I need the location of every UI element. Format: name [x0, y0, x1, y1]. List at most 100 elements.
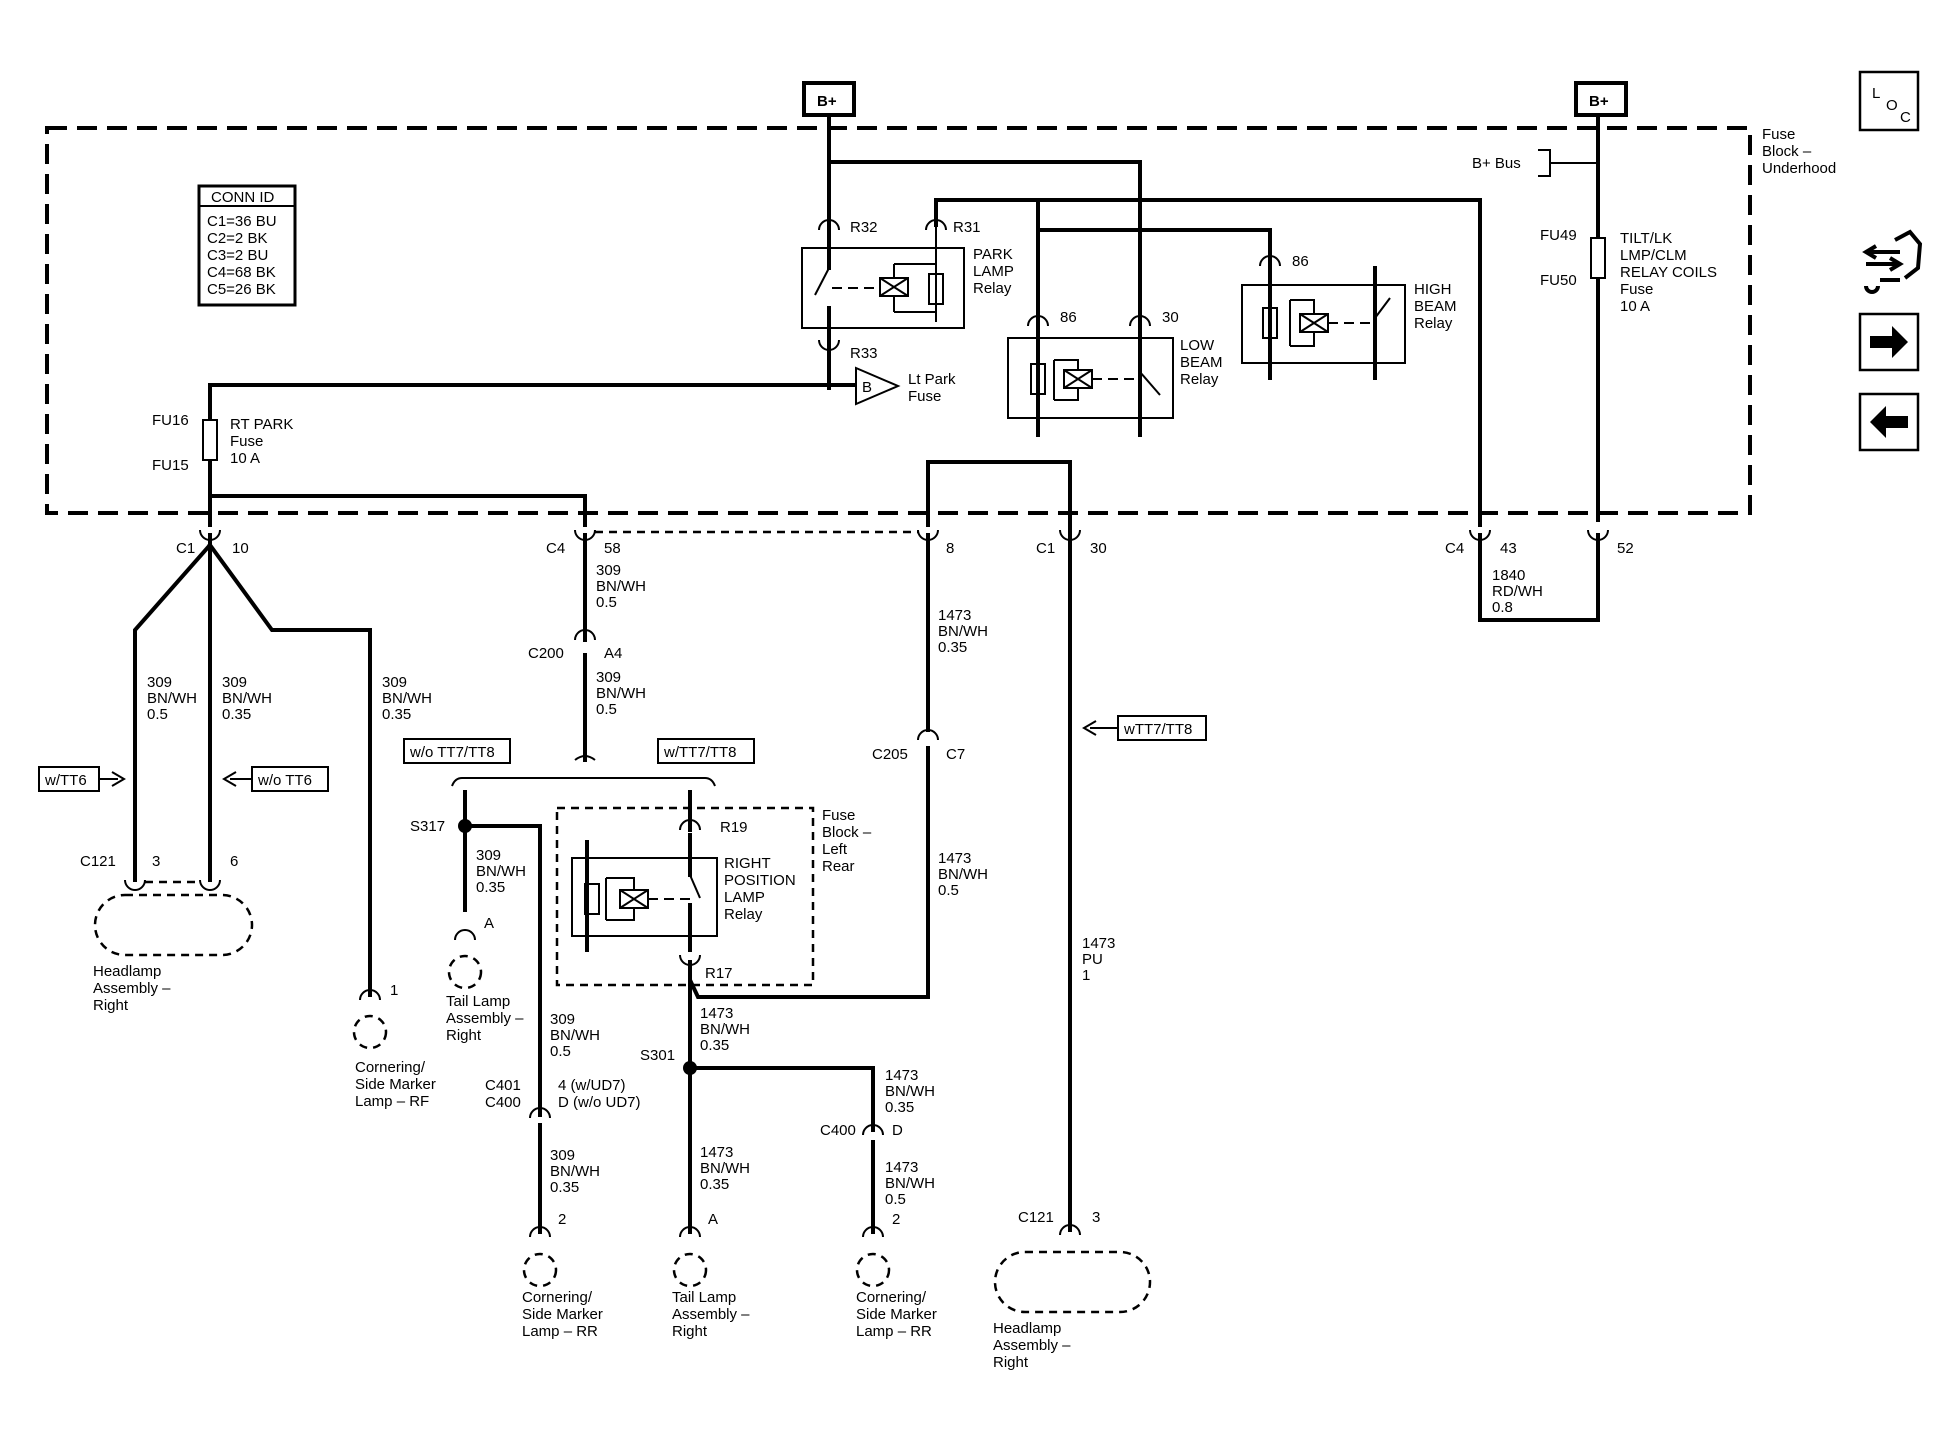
- svg-text:309: 309: [147, 674, 172, 691]
- svg-text:1473: 1473: [700, 1005, 733, 1022]
- wire-s301-down-label: 1473 BN/WH 0.35: [700, 1144, 750, 1193]
- svg-text:Cornering/: Cornering/: [856, 1289, 927, 1306]
- svg-text:0.35: 0.35: [222, 706, 251, 723]
- c121-left-connector: [124, 879, 221, 891]
- tilt-fuse: FU49 FU50 TILT/LK LMP/CLM RELAY COILS Fu…: [1540, 227, 1717, 315]
- c121-left-labels: C121 3 6: [80, 853, 238, 870]
- c1-30-connector: [1059, 529, 1081, 541]
- c121-right-pin: 3: [1092, 1209, 1100, 1226]
- svg-text:Side Marker: Side Marker: [522, 1306, 603, 1323]
- option-w-tt6: w/TT6: [38, 766, 126, 792]
- svg-text:Rear: Rear: [822, 858, 855, 875]
- svg-text:BN/WH: BN/WH: [938, 866, 988, 883]
- headlamp-right: [993, 1250, 1152, 1314]
- svg-text:1473: 1473: [885, 1159, 918, 1176]
- svg-text:6: 6: [230, 853, 238, 870]
- svg-text:309: 309: [550, 1011, 575, 1028]
- previous-arrow-button[interactable]: [1858, 392, 1920, 452]
- svg-text:1473: 1473: [885, 1067, 918, 1084]
- svg-text:wTT7/TT8: wTT7/TT8: [1123, 721, 1192, 738]
- svg-text:0.35: 0.35: [885, 1099, 914, 1116]
- svg-text:1473: 1473: [1082, 935, 1115, 952]
- svg-text:0.5: 0.5: [938, 882, 959, 899]
- svg-text:Lamp – RR: Lamp – RR: [856, 1323, 932, 1340]
- option-wo-tt6: w/o TT6: [222, 766, 329, 792]
- svg-text:Headlamp: Headlamp: [993, 1320, 1061, 1337]
- svg-text:0.5: 0.5: [550, 1043, 571, 1060]
- svg-text:Right: Right: [993, 1354, 1029, 1371]
- splice-s317: [458, 819, 472, 833]
- svg-text:Side Marker: Side Marker: [355, 1076, 436, 1093]
- svg-text:Fuse: Fuse: [230, 433, 263, 450]
- svg-text:R31: R31: [953, 219, 981, 236]
- right-position-relay: RIGHT POSITION LAMP Relay: [571, 833, 796, 952]
- svg-text:C1: C1: [1036, 540, 1055, 557]
- tail-right1-connector: [454, 929, 476, 941]
- headlamp-right-label: Headlamp Assembly – Right: [993, 1320, 1071, 1371]
- svg-text:86: 86: [1060, 309, 1077, 326]
- pin2-mid-label: 2: [558, 1211, 566, 1228]
- svg-text:309: 309: [550, 1147, 575, 1164]
- c4-43-52-loop: [1478, 533, 1600, 622]
- svg-text:Assembly –: Assembly –: [672, 1306, 750, 1323]
- tail-right2-connector: [679, 1226, 701, 1238]
- svg-text:Tail Lamp: Tail Lamp: [446, 993, 510, 1010]
- svg-text:RD/WH: RD/WH: [1492, 583, 1543, 600]
- svg-text:309: 309: [222, 674, 247, 691]
- svg-text:LAMP: LAMP: [724, 889, 765, 906]
- c400-d-pin: D: [892, 1122, 903, 1139]
- wire-8-label: 1473 BN/WH 0.35: [938, 607, 988, 656]
- rt-park-fuse: FU16 FU15 RT PARK Fuse 10 A: [152, 412, 293, 474]
- high-beam-relay: 86 HIGH BEAM Relay: [1241, 253, 1457, 380]
- bplus-right: B+: [1574, 81, 1628, 117]
- wire-labels-c1: 309 BN/WH 0.5 309 BN/WH 0.35 309 BN/WH 0…: [147, 674, 432, 723]
- svg-text:FU50: FU50: [1540, 272, 1577, 289]
- harness-connector-icon[interactable]: [1862, 229, 1923, 294]
- svg-text:1473: 1473: [938, 850, 971, 867]
- s317-branch: [463, 790, 542, 1117]
- c200-connector: [574, 629, 596, 641]
- svg-text:0.35: 0.35: [700, 1037, 729, 1054]
- svg-text:B: B: [862, 379, 872, 396]
- headlamp-left: [93, 893, 254, 957]
- r17-label: R17: [705, 965, 733, 982]
- svg-text:Fuse: Fuse: [1620, 281, 1653, 298]
- svg-text:0.5: 0.5: [885, 1191, 906, 1208]
- tail-right1-label: Tail Lamp Assembly – Right: [446, 993, 524, 1044]
- pin-a2-label: A: [708, 1211, 718, 1228]
- c400-d-connector: [862, 1124, 884, 1136]
- svg-text:30: 30: [1090, 540, 1107, 557]
- r19-label: R19: [720, 819, 748, 836]
- svg-text:10: 10: [232, 540, 249, 557]
- c200-label: C200: [528, 645, 564, 662]
- svg-text:HIGH: HIGH: [1414, 281, 1452, 298]
- cornering-rr1-lamp: [522, 1252, 558, 1288]
- tail-right2-lamp: [672, 1252, 708, 1288]
- pu-loop: [926, 460, 1072, 1232]
- svg-text:C3=2 BU: C3=2 BU: [207, 247, 268, 264]
- svg-text:Relay: Relay: [1414, 315, 1453, 332]
- next-arrow-button[interactable]: [1858, 312, 1920, 372]
- option-wo-tt7: w/o TT7/TT8: [403, 738, 511, 764]
- option-bracket: [451, 777, 716, 787]
- cornering-rf-lamp: [352, 1014, 388, 1050]
- svg-text:LMP/CLM: LMP/CLM: [1620, 247, 1687, 264]
- svg-text:0.35: 0.35: [938, 639, 967, 656]
- svg-text:8: 8: [946, 540, 954, 557]
- c401-labels: C401 C400 4 (w/UD7) D (w/o UD7): [485, 1077, 641, 1111]
- loc-icon[interactable]: L O C: [1858, 70, 1920, 132]
- svg-text:BN/WH: BN/WH: [222, 690, 272, 707]
- tail-right1-lamp: [447, 954, 483, 990]
- svg-text:52: 52: [1617, 540, 1634, 557]
- svg-text:309: 309: [596, 669, 621, 686]
- svg-text:309: 309: [596, 562, 621, 579]
- svg-text:w/o TT7/TT8: w/o TT7/TT8: [409, 744, 495, 761]
- svg-text:BEAM: BEAM: [1414, 298, 1457, 315]
- option-w-tt7-right: wTT7/TT8: [1082, 715, 1207, 741]
- svg-text:C401: C401: [485, 1077, 521, 1094]
- svg-text:30: 30: [1162, 309, 1179, 326]
- wire-s317-label: 309 BN/WH 0.35: [476, 847, 526, 896]
- svg-text:LAMP: LAMP: [973, 263, 1014, 280]
- svg-text:10 A: 10 A: [1620, 298, 1650, 315]
- svg-text:309: 309: [476, 847, 501, 864]
